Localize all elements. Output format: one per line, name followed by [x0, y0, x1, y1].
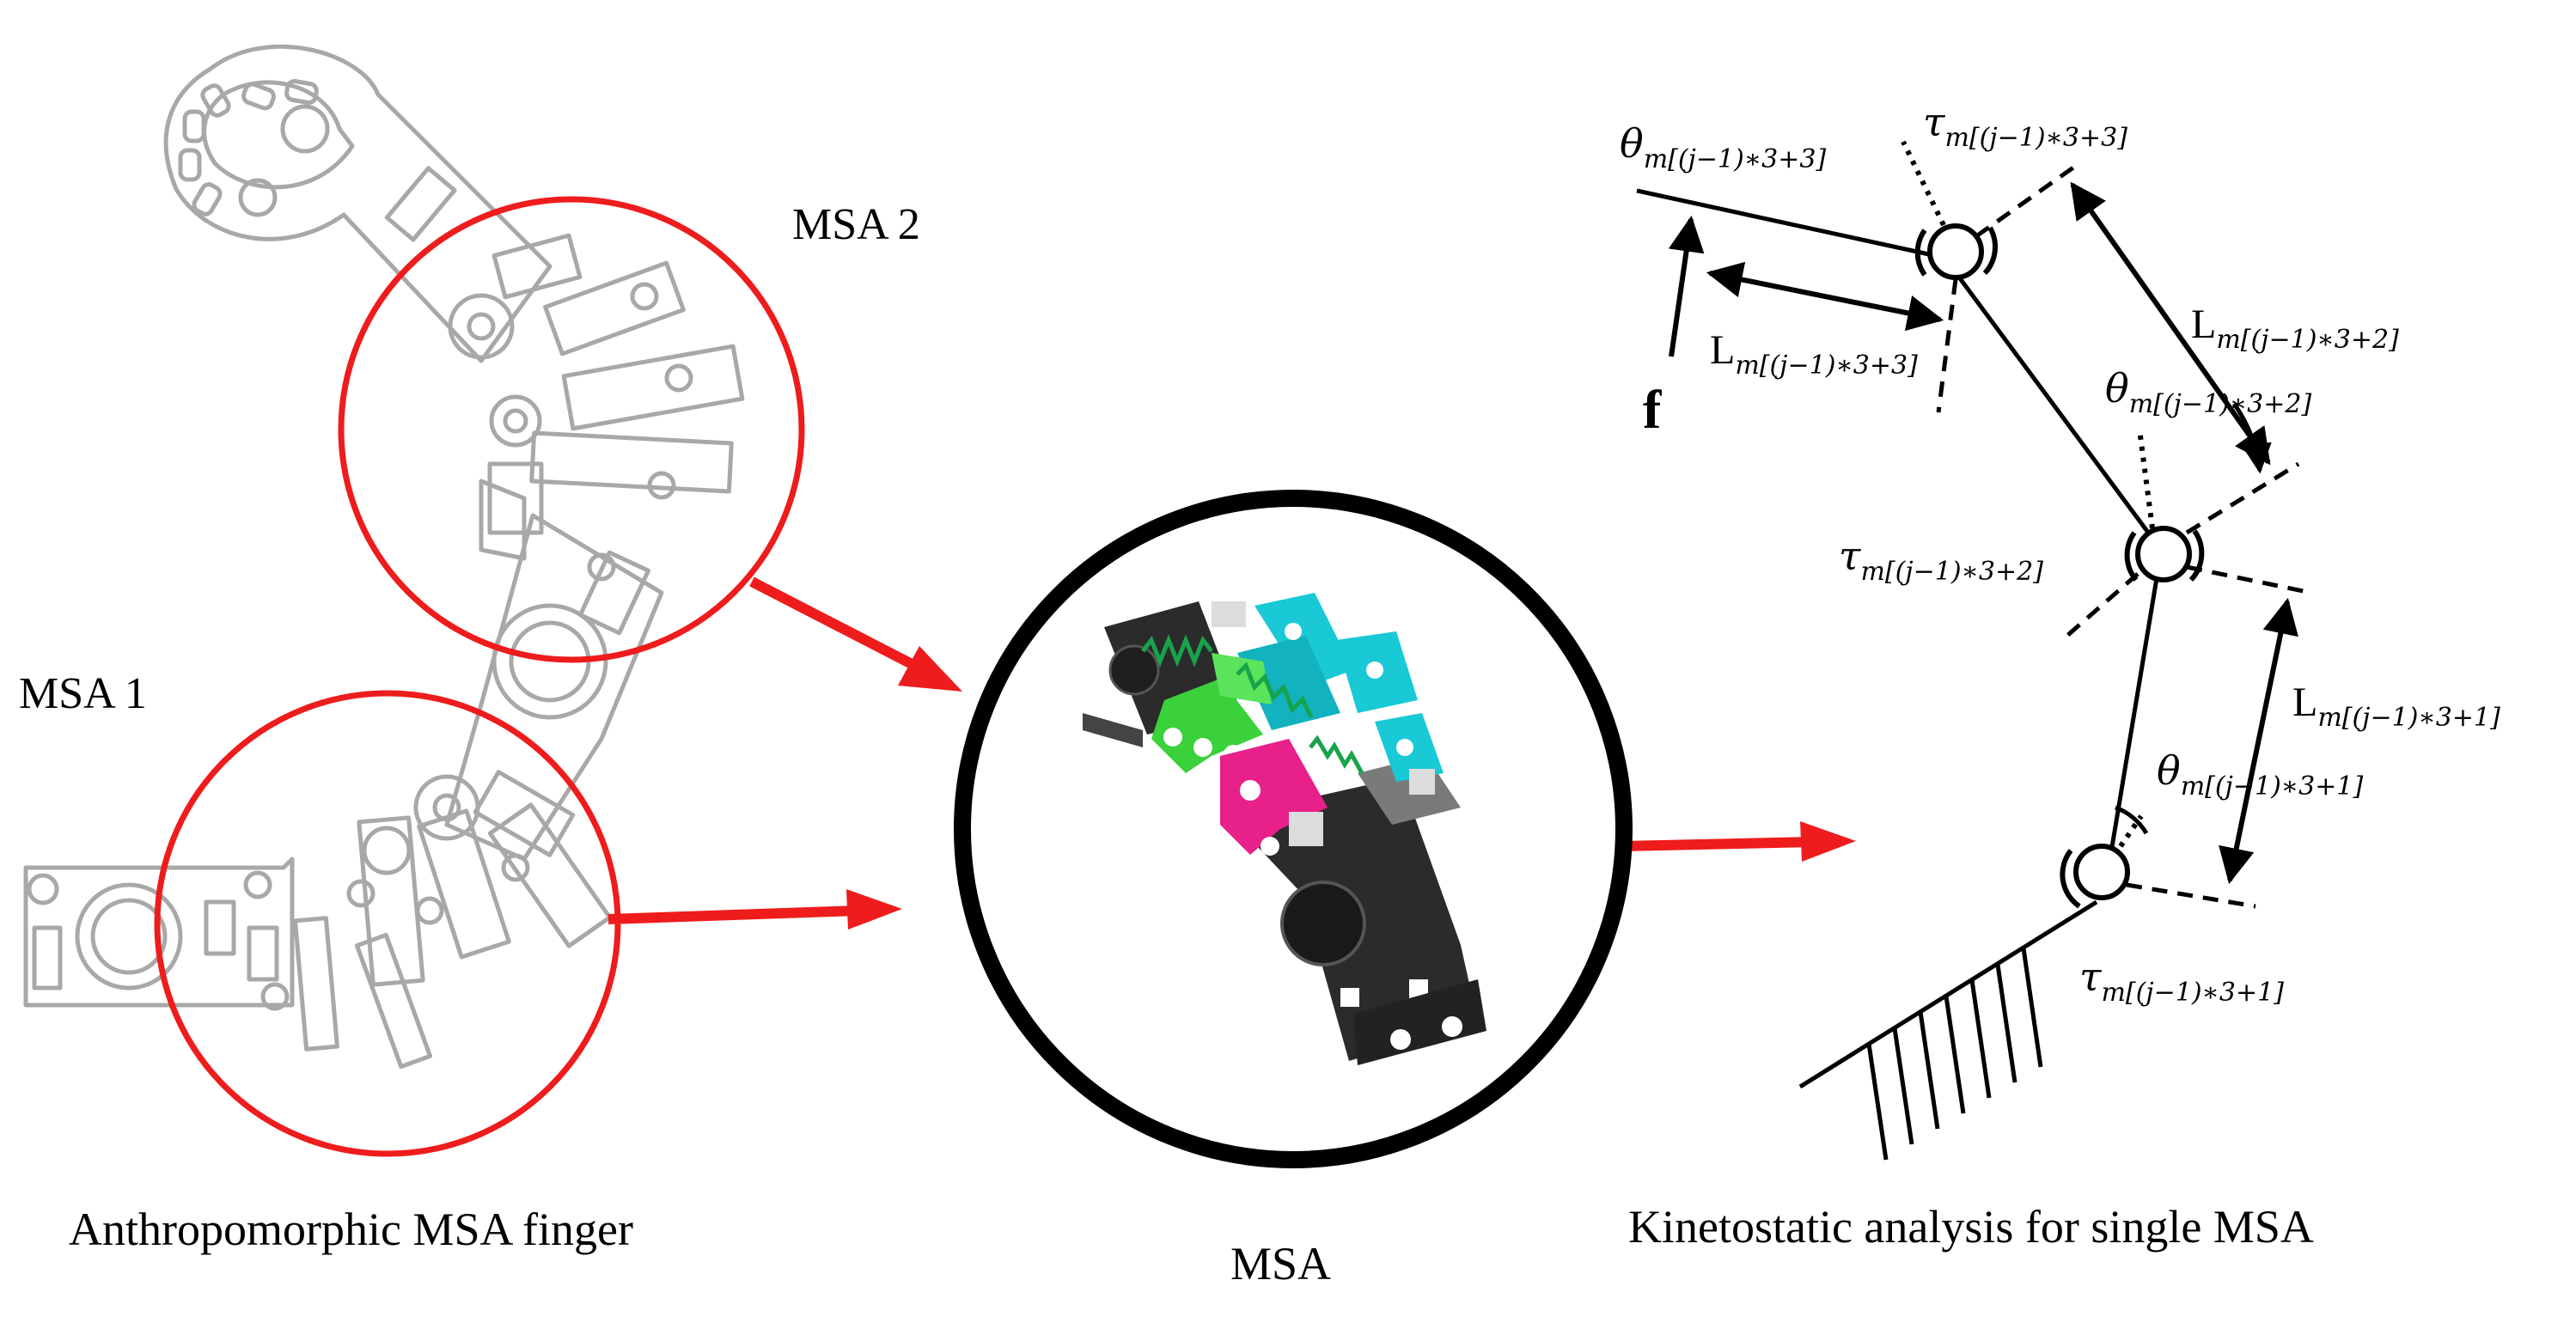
msa2-label: MSA 2: [792, 200, 920, 249]
ground-line: [1798, 899, 2098, 1089]
theta1-label: θm[(j−1)∗3+1]: [2157, 747, 2364, 802]
joint-2: [2135, 526, 2192, 582]
theta2-indicator-arrow: [2231, 402, 2272, 474]
link-3: [1636, 188, 1930, 257]
kinetostatic-diagram: [1636, 140, 2312, 1161]
L1-dimension-arrow: [2219, 597, 2298, 885]
force-arrow: [1668, 215, 1705, 357]
caption-analysis: Kinetostatic analysis for single MSA: [1628, 1201, 2314, 1253]
theta2-label: θm[(j−1)∗3+2]: [2105, 365, 2312, 419]
ground-hatching: [1866, 948, 2043, 1161]
msa1-highlight-circle: [154, 690, 621, 1157]
red-arrow-msa2: [749, 576, 962, 692]
tau3-label: τm[(j−1)∗3+3]: [1923, 99, 2127, 153]
finger-line-art: [23, 44, 745, 1070]
L3-dimension-arrow: [1706, 261, 1944, 332]
L2-label: Lm[(j−1)∗3+2]: [2191, 302, 2399, 355]
red-arrow-msa1: [607, 889, 902, 930]
tau2-label: τm[(j−1)∗3+2]: [1839, 533, 2043, 587]
caption-finger: Anthropomorphic MSA finger: [69, 1204, 633, 1255]
theta3-label: θm[(j−1)∗3+3]: [1620, 120, 1827, 174]
link-1: [2106, 577, 2159, 869]
L2-dimension-arrow: [2070, 181, 2271, 466]
msa2-highlight-circle: [338, 196, 805, 663]
joint-1: [2073, 844, 2130, 900]
caption-msa: MSA: [1230, 1238, 1332, 1289]
msa1-label: MSA 1: [19, 669, 147, 718]
L3-label: Lm[(j−1)∗3+3]: [1710, 327, 1918, 381]
red-arrow-analysis: [1623, 821, 1856, 862]
msa-model-frame: [954, 490, 1633, 1168]
L1-label: Lm[(j−1)∗3+1]: [2292, 680, 2500, 733]
tau1-label: τm[(j−1)∗3+1]: [2079, 954, 2284, 1008]
msa-3d-model: [1083, 593, 1486, 1065]
link-2: [1955, 273, 2164, 552]
joint-3: [1927, 223, 1984, 280]
force-label: f: [1643, 379, 1662, 440]
